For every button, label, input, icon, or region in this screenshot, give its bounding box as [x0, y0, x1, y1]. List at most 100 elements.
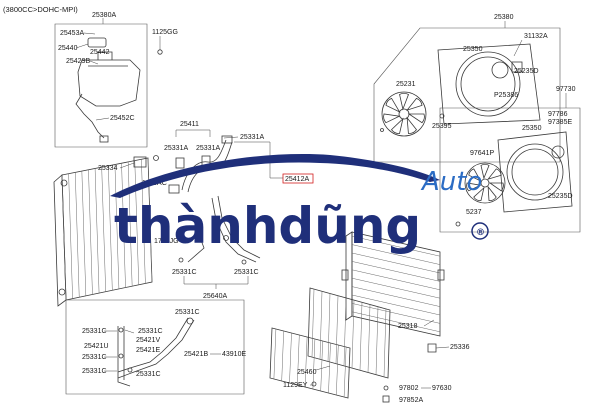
fan-group-25380: 25380 31132A 25350 25235D P25386 25231 2…	[373, 14, 561, 163]
label-25331A-3: 25331A	[240, 134, 264, 141]
label-P25386: P25386	[494, 92, 518, 99]
fin-line	[320, 340, 323, 392]
label-25350-2: 25350	[522, 125, 542, 132]
fin-line	[304, 336, 308, 388]
label-97730: 97730	[556, 86, 576, 93]
label-25331C-5: 25331C	[138, 328, 163, 335]
label-25331C-2: 25331C	[234, 269, 259, 276]
label-25453A: 25453A	[60, 30, 84, 37]
fin-line	[359, 302, 363, 371]
ac-condenser-97630: 25460 1129EY 97802 97630 97852A	[269, 287, 452, 404]
fin-line	[289, 332, 292, 384]
label-25237: 5237	[466, 209, 482, 216]
fin-line	[141, 159, 146, 284]
label-25380: 25380	[494, 14, 514, 21]
radiator-assembly	[53, 157, 153, 307]
bolt-1125GG: 1125GG	[152, 29, 178, 55]
fan-blade	[406, 116, 417, 134]
fan-blade	[383, 113, 401, 124]
fin-line	[281, 330, 284, 382]
label-43910E: 43910E	[222, 351, 246, 358]
upper-hose-group: 25411 25331A 25331A 25331A 25412A	[164, 121, 314, 193]
fin-line	[343, 346, 347, 398]
label-97852A: 97852A	[399, 397, 423, 404]
label-1129EY: 1129EY	[283, 382, 308, 389]
watermark-brand-sub: Auto	[420, 167, 482, 197]
oil-cooler-hose-group: 25331C 25331C 25331C 25421U 25421V 25421…	[65, 299, 246, 395]
label-1799JG: 1799JG	[154, 238, 179, 245]
label-25334: 25334	[98, 165, 118, 172]
fan-blade	[466, 182, 482, 192]
fin-line	[101, 167, 106, 292]
fan-blade	[405, 97, 423, 111]
fan-blade	[407, 113, 425, 124]
label-25380A: 25380A	[92, 12, 116, 19]
label-25421U: 25421U	[84, 343, 109, 350]
fin-line	[351, 294, 441, 316]
fan-blade	[390, 117, 404, 134]
fin-line	[335, 295, 339, 364]
fin-line	[273, 328, 277, 380]
fin-line	[351, 277, 441, 299]
label-25331C-4: 25331C	[82, 328, 107, 335]
label-25235D-1: 25235D	[514, 68, 539, 75]
fan-blade	[468, 168, 482, 182]
fin-line	[351, 261, 441, 282]
lower-hose-group: 1799JG 25331C 25331C 25640A	[154, 195, 261, 300]
label-97385E: 97385E	[548, 119, 572, 126]
fin-line	[336, 344, 339, 396]
label-25460: 25460	[297, 369, 317, 376]
label-25231: 25231	[396, 81, 416, 88]
fin-line	[68, 173, 73, 299]
condenser-25318: 25318 25336	[341, 231, 470, 353]
engine-variant-label: (3800CC>DOHC-MPI)	[3, 5, 78, 14]
label-25331C-6: 25331C	[82, 354, 107, 361]
fin-line	[312, 338, 316, 390]
fin-line	[94, 168, 100, 294]
registered-mark-ring	[471, 222, 489, 240]
fin-line	[121, 163, 126, 288]
label-25411: 25411	[180, 121, 199, 128]
label-25235D-2: 25235D	[548, 193, 573, 200]
label-25442: 25442	[90, 49, 110, 56]
fan-blade	[399, 92, 409, 111]
fin-line	[127, 161, 133, 287]
label-25421E: 25421E	[136, 347, 160, 354]
label-97786: 97786	[548, 111, 568, 118]
label-25640A: 25640A	[203, 293, 227, 300]
fan-group-97730: 97730 97786 97385E 25350 25235D 97641P 5…	[439, 86, 581, 233]
label-25331C-8: 25331C	[136, 371, 161, 378]
fin-line	[114, 164, 120, 289]
fin-line	[351, 244, 441, 265]
fan-blade	[385, 97, 401, 113]
fan-blade	[473, 186, 485, 202]
label-25331C-3: 25331C	[175, 309, 200, 316]
label-25336: 25336	[450, 344, 470, 351]
fin-line	[383, 308, 387, 377]
highlight-box-25412A	[282, 173, 314, 184]
label-97630: 97630	[432, 385, 452, 392]
fin-line	[351, 235, 441, 257]
label-25331A-2: 25331A	[196, 145, 220, 152]
label-25421V: 25421V	[136, 337, 160, 344]
reservoir-group: 25380A 25453A 25440 25442 25429B 25452C	[54, 12, 148, 148]
fin-line	[108, 165, 113, 291]
fin-line	[351, 252, 441, 274]
label-1125GG: 1125GG	[152, 29, 178, 36]
fin-line	[351, 286, 441, 307]
fin-line	[319, 291, 323, 360]
fin-line	[81, 171, 87, 296]
fin-line	[328, 342, 331, 394]
fin-line	[311, 289, 315, 358]
label-25412A: 25412A	[285, 176, 309, 183]
label-97802: 97802	[399, 385, 419, 392]
label-25331A-1: 25331A	[164, 145, 188, 152]
label-25395: 25395	[432, 123, 452, 130]
car-swoosh-icon	[110, 154, 440, 198]
label-31132A: 31132A	[524, 33, 548, 40]
registered-mark: ®	[476, 228, 485, 238]
fin-line	[134, 160, 140, 285]
fin-line	[327, 293, 331, 362]
fin-line	[375, 306, 379, 375]
